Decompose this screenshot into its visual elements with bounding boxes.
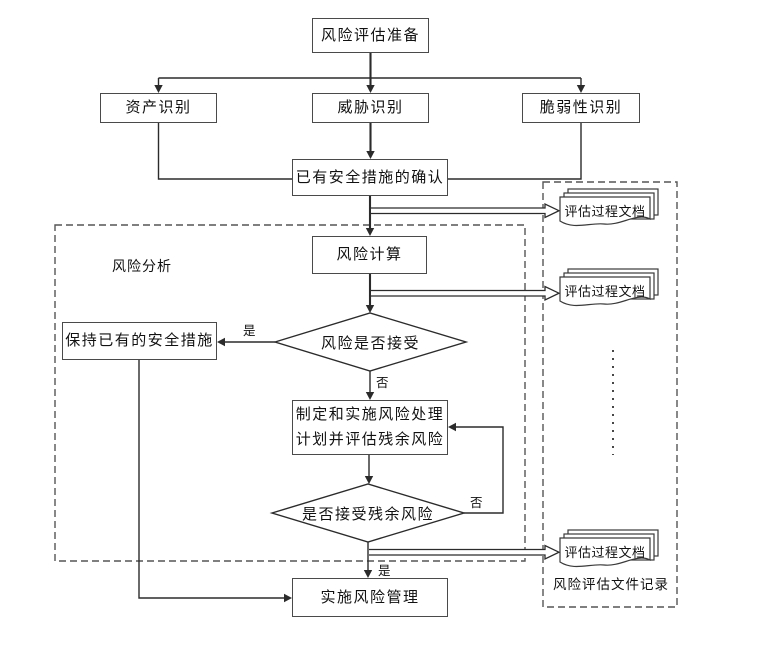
records-region-label: 风险评估文件记录 [553,577,669,592]
document-label-1: 评估过程文档 [564,204,646,219]
document-output-arrow-1 [371,202,561,219]
edge-label-no-risk-accept: 否 [376,376,389,390]
risk-analysis-region-label: 风险分析 [112,260,172,275]
node-threat-identification: 威胁识别 [312,93,429,123]
edge-label-yes-risk-accept: 是 [243,324,256,338]
document-label-2: 评估过程文档 [564,284,646,299]
node-asset-identification: 资产识别 [100,93,217,123]
document-symbol-1 [559,188,659,227]
node-keep-existing-controls: 保持已有的安全措施 [62,322,217,360]
document-label-3: 评估过程文档 [564,545,646,560]
edge-label-no-residual: 否 [470,496,483,510]
treatment-plan-line1: 制定和实施风险处理 [295,406,445,423]
decision-residual-risk-shape [269,483,467,543]
treatment-plan-line2: 计划并评估残余风险 [295,431,445,448]
node-risk-calculation: 风险计算 [312,236,427,274]
document-output-arrow-2 [371,285,561,302]
document-symbol-3 [559,529,659,568]
node-existing-controls-confirmation: 已有安全措施的确认 [292,159,448,196]
risk-analysis-dashed-region [54,224,526,562]
document-symbol-2 [559,268,659,307]
node-implement-risk-management: 实施风险管理 [292,578,448,617]
records-dashed-region [542,181,678,608]
node-vulnerability-identification: 脆弱性识别 [522,93,640,123]
document-output-arrow-3 [369,544,561,561]
edge-label-yes-residual: 是 [378,564,391,578]
decision-risk-acceptable-shape [272,312,469,372]
node-risk-assessment-preparation: 风险评估准备 [312,18,429,53]
node-treatment-plan: 制定和实施风险处理 计划并评估残余风险 [292,400,448,455]
